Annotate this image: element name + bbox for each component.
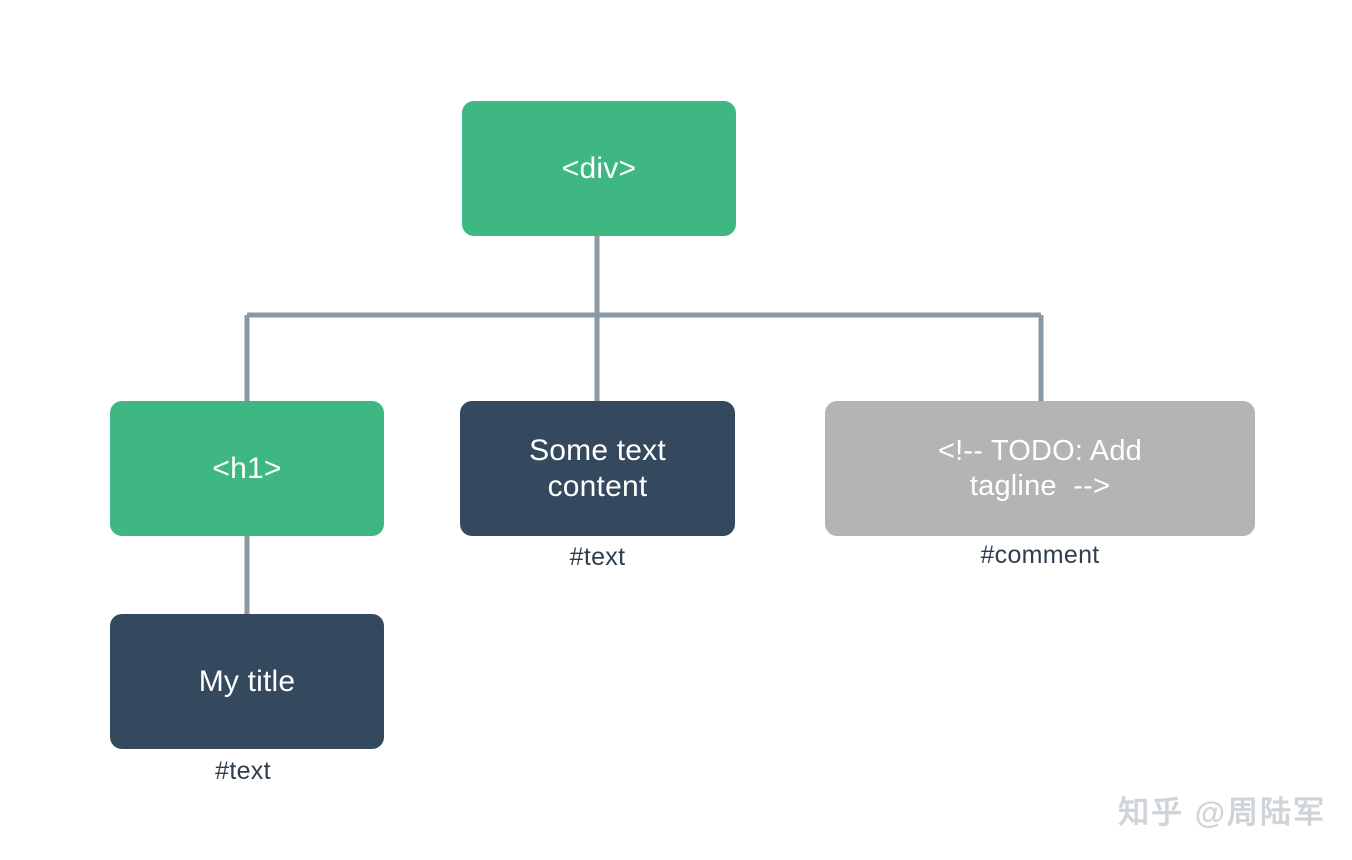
node-comment-todo[interactable]: <!-- TODO: Add tagline --> bbox=[825, 401, 1255, 536]
node-label-text-some-text-content: #text bbox=[569, 543, 626, 571]
node-h1[interactable]: <h1> bbox=[110, 401, 384, 536]
node-label-text-my-title: #text bbox=[215, 757, 271, 785]
node-text-some-text-content[interactable]: Some text content bbox=[460, 401, 735, 536]
watermark: 知乎 @周陆军 bbox=[1118, 795, 1326, 830]
node-div[interactable]: <div> bbox=[462, 101, 736, 236]
node-text-my-title[interactable]: My title bbox=[110, 614, 384, 749]
node-label-comment: #comment bbox=[980, 541, 1100, 569]
